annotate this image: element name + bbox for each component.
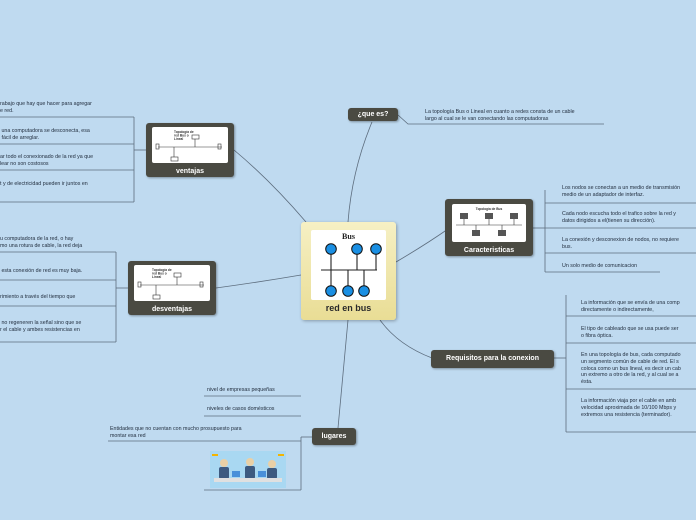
lugares-item-1: niveles de casos domésticos	[207, 406, 275, 412]
lugares-item-2: Entidades que no cuentan con mucho prosu…	[110, 426, 242, 439]
topic-desventajas-label: desventajas	[151, 306, 193, 313]
que-es-item-0: La topología Bus o Lineal en cuanto a re…	[425, 109, 575, 122]
ventajas-item-1: una computadora se desconecta, esa fácil…	[1, 128, 90, 141]
bus-topology-diagram-icon: Bus	[311, 230, 386, 300]
ventajas-thumb-caption-line: red Bus o	[174, 134, 189, 138]
desventajas-thumb-caption: Topología de	[152, 268, 172, 272]
desventajas-item-1: esta conexión de red es muy baja.	[0, 268, 83, 274]
caracteristicas-thumb-caption: Topología de Bus	[476, 207, 503, 211]
caracteristicas-item-1: Cada nodo escucha todo el trafico sobre …	[562, 211, 676, 224]
central-topic-label: red en bus	[325, 303, 372, 313]
topic-que-es-label: ¿que es?	[357, 111, 389, 118]
caracteristicas-item-3: Un solo medio de comunicacion	[562, 263, 638, 269]
ventajas-item-3: t y de electricidad pueden ir juntos en	[0, 181, 88, 187]
requisitos-item-3: La información viaja por el cable en amb…	[581, 398, 677, 418]
network-topology-thumbnail-icon: Topología de Bus	[452, 204, 526, 242]
desventajas-item-0: u computadora de la red, o hay mo una ro…	[0, 236, 83, 249]
topic-caracteristicas[interactable]: Topología de Bus Caracteristicas	[445, 199, 533, 256]
topic-ventajas-label: ventajas	[175, 168, 205, 175]
caracteristicas-item-0: Los nodos se conectan a un medio de tran…	[562, 185, 681, 198]
caracteristicas-item-2: La conexión y desconexion de nodos, no r…	[562, 237, 679, 250]
requisitos-item-2: En una topología de bus, cada computado …	[581, 352, 681, 386]
ventajas-item-0: rabajo que hay que hacer para agregar e …	[0, 101, 92, 114]
central-topic-red-en-bus[interactable]: Bus r	[301, 222, 396, 320]
requisitos-item-1: El tipo de cableado que se usa puede ser…	[581, 326, 679, 339]
ventajas-item-2: ar todo el conexionado de la red ya que …	[0, 154, 94, 167]
lugares-item-0: nivel de empresas pequeñas	[207, 387, 275, 393]
desventajas-thumb-caption-line: red Bus o	[152, 272, 167, 276]
office-people-image-icon	[210, 451, 286, 488]
ventajas-thumb-caption: Topología de	[174, 130, 194, 134]
topic-requisitos-label: Requisitos para la conexion	[446, 355, 539, 362]
desventajas-item-2: rimiento a través del tiempo que	[0, 294, 76, 300]
topic-requisitos-conexion[interactable]: Requisitos para la conexion	[431, 350, 554, 368]
topic-caracteristicas-label: Caracteristicas	[463, 247, 515, 254]
topic-lugares-label: lugares	[321, 433, 347, 440]
desventajas-thumb-caption-line: Lineal	[152, 275, 161, 279]
topic-que-es[interactable]: ¿que es?	[348, 108, 398, 121]
ventajas-thumb-caption-line: Lineal	[174, 137, 183, 141]
desventajas-item-3: no regeneren la señal sino que se r el c…	[0, 320, 82, 333]
requisitos-item-0: La información que se envía de una comp …	[581, 300, 680, 313]
topic-lugares[interactable]: lugares	[312, 428, 356, 445]
bus-diagram-caption: Bus	[342, 232, 355, 241]
